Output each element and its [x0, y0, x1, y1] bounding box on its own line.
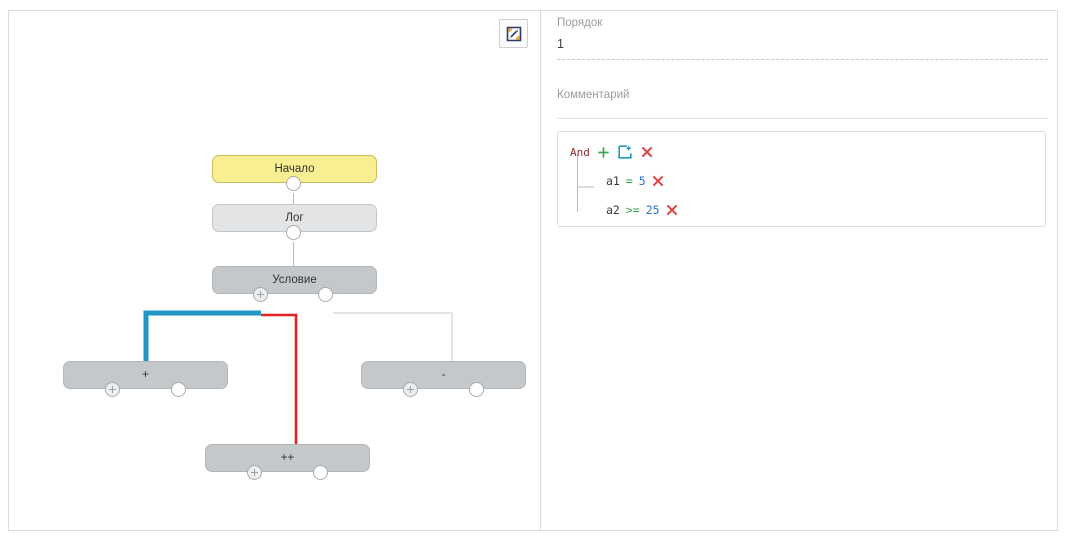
- condition-comparator[interactable]: =: [625, 174, 633, 188]
- node-increment[interactable]: ++: [205, 444, 370, 472]
- condition-builder: And: [557, 131, 1046, 227]
- condition-root-row: And: [570, 142, 1045, 162]
- condition-comparator[interactable]: >=: [625, 203, 640, 217]
- delete-condition-row-icon[interactable]: [652, 175, 664, 187]
- node-plus-out-port-b[interactable]: [171, 382, 186, 397]
- node-minus-out-port-a[interactable]: [403, 382, 418, 397]
- node-plus-label: +: [142, 369, 149, 381]
- order-label: Порядок: [557, 17, 603, 29]
- node-log-label: Лог: [285, 212, 304, 224]
- edge-layer: [143, 193, 453, 454]
- properties-panel: [540, 10, 1058, 531]
- comment-underline: [557, 118, 1048, 119]
- expand-icon: [506, 26, 521, 41]
- condition-tree: And: [558, 132, 1045, 220]
- comment-field[interactable]: Комментарий: [557, 88, 1048, 119]
- node-condition-label: Условие: [272, 274, 317, 286]
- condition-row: a1 = 5: [570, 171, 1045, 191]
- node-plus[interactable]: +: [63, 361, 228, 389]
- flow-graph[interactable]: Начало Лог Условие + - ++: [8, 10, 541, 531]
- node-log-out-port[interactable]: [286, 225, 301, 240]
- node-condition[interactable]: Условие: [212, 266, 377, 294]
- node-condition-true-port[interactable]: [253, 287, 268, 302]
- condition-row: a2 >= 25: [570, 200, 1045, 220]
- condition-variable[interactable]: a2: [606, 203, 620, 217]
- edge-cond-plus: [143, 310, 261, 371]
- node-increment-label: ++: [280, 452, 295, 464]
- add-group-icon[interactable]: [618, 145, 632, 159]
- condition-value[interactable]: 25: [645, 203, 660, 217]
- node-minus-label: -: [441, 369, 446, 381]
- condition-operator[interactable]: And: [570, 145, 590, 159]
- node-start-out-port[interactable]: [286, 176, 301, 191]
- node-plus-out-port-a[interactable]: [105, 382, 120, 397]
- node-condition-false-port[interactable]: [318, 287, 333, 302]
- order-value[interactable]: 1: [557, 37, 564, 51]
- add-condition-icon[interactable]: [597, 146, 610, 159]
- condition-variable[interactable]: a1: [606, 174, 620, 188]
- edge-cond-incr: [261, 313, 298, 454]
- condition-value[interactable]: 5: [638, 174, 646, 188]
- comment-placeholder: Комментарий: [557, 89, 630, 101]
- node-start-label: Начало: [274, 163, 315, 175]
- node-increment-out-port-b[interactable]: [313, 465, 328, 480]
- node-increment-out-port-a[interactable]: [247, 465, 262, 480]
- order-field[interactable]: Порядок 1: [557, 16, 1048, 60]
- delete-condition-row-icon[interactable]: [666, 204, 678, 216]
- order-underline: [557, 59, 1048, 60]
- delete-condition-icon[interactable]: [641, 146, 653, 158]
- node-minus-out-port-b[interactable]: [469, 382, 484, 397]
- expand-canvas-button[interactable]: [499, 19, 528, 48]
- edge-cond-minus: [333, 312, 453, 371]
- node-minus[interactable]: -: [361, 361, 526, 389]
